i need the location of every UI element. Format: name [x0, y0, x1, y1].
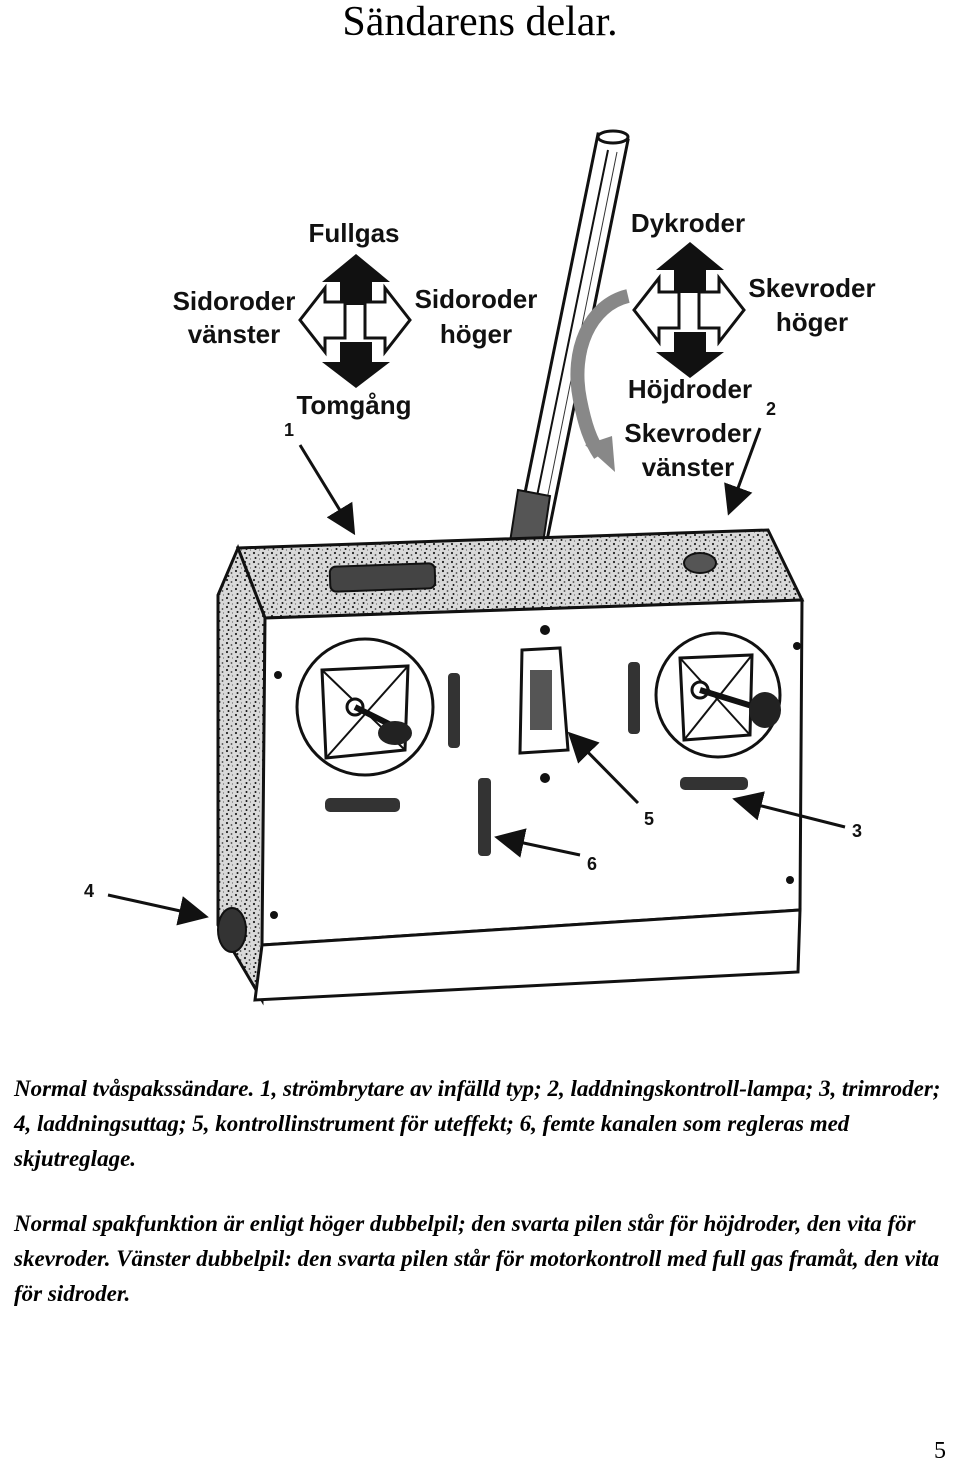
- caption-paragraph-2: Normal spakfunktion är enligt höger dubb…: [14, 1211, 940, 1306]
- callout-1: 1: [284, 420, 294, 440]
- callout-2: 2: [766, 399, 776, 419]
- label-sidoroder-vanster-line1: Sidoroder: [173, 286, 296, 316]
- label-skevroder-hoger-line2: höger: [776, 307, 848, 337]
- callout-lines: [107, 427, 846, 926]
- page-number: 5: [934, 1438, 946, 1464]
- label-fullgas: Fullgas: [308, 218, 399, 248]
- transmitter-box: [216, 528, 805, 1006]
- callout-4: 4: [84, 881, 94, 901]
- transmitter-illustration: Fullgas Sidoroder vänster Sidoroder höge…: [84, 129, 876, 1006]
- label-sidoroder-hoger-line2: höger: [440, 319, 512, 349]
- label-sidoroder-hoger-line1: Sidoroder: [415, 284, 538, 314]
- page-title: Sändarens delar.: [342, 0, 618, 45]
- label-skevroder-vanster-line2: vänster: [642, 452, 735, 482]
- caption-paragraph-1: Normal tvåspakssändare. 1, strömbrytare …: [14, 1076, 941, 1171]
- label-sidoroder-vanster-line2: vänster: [188, 319, 281, 349]
- label-skevroder-vanster-line1: Skevroder: [624, 418, 751, 448]
- left-stick-double-arrow-icon: [298, 254, 412, 388]
- label-tomgang: Tomgång: [296, 390, 411, 420]
- antenna: [501, 129, 630, 568]
- callout-3: 3: [852, 821, 862, 841]
- label-dykroder: Dykroder: [631, 208, 745, 238]
- callout-6: 6: [587, 854, 597, 874]
- label-hojdroder: Höjdroder: [628, 374, 752, 404]
- right-stick-double-arrow-icon: [632, 242, 746, 378]
- rotation-arrow-icon: [570, 289, 631, 472]
- label-skevroder-hoger-line1: Skevroder: [748, 273, 875, 303]
- callout-5: 5: [644, 809, 654, 829]
